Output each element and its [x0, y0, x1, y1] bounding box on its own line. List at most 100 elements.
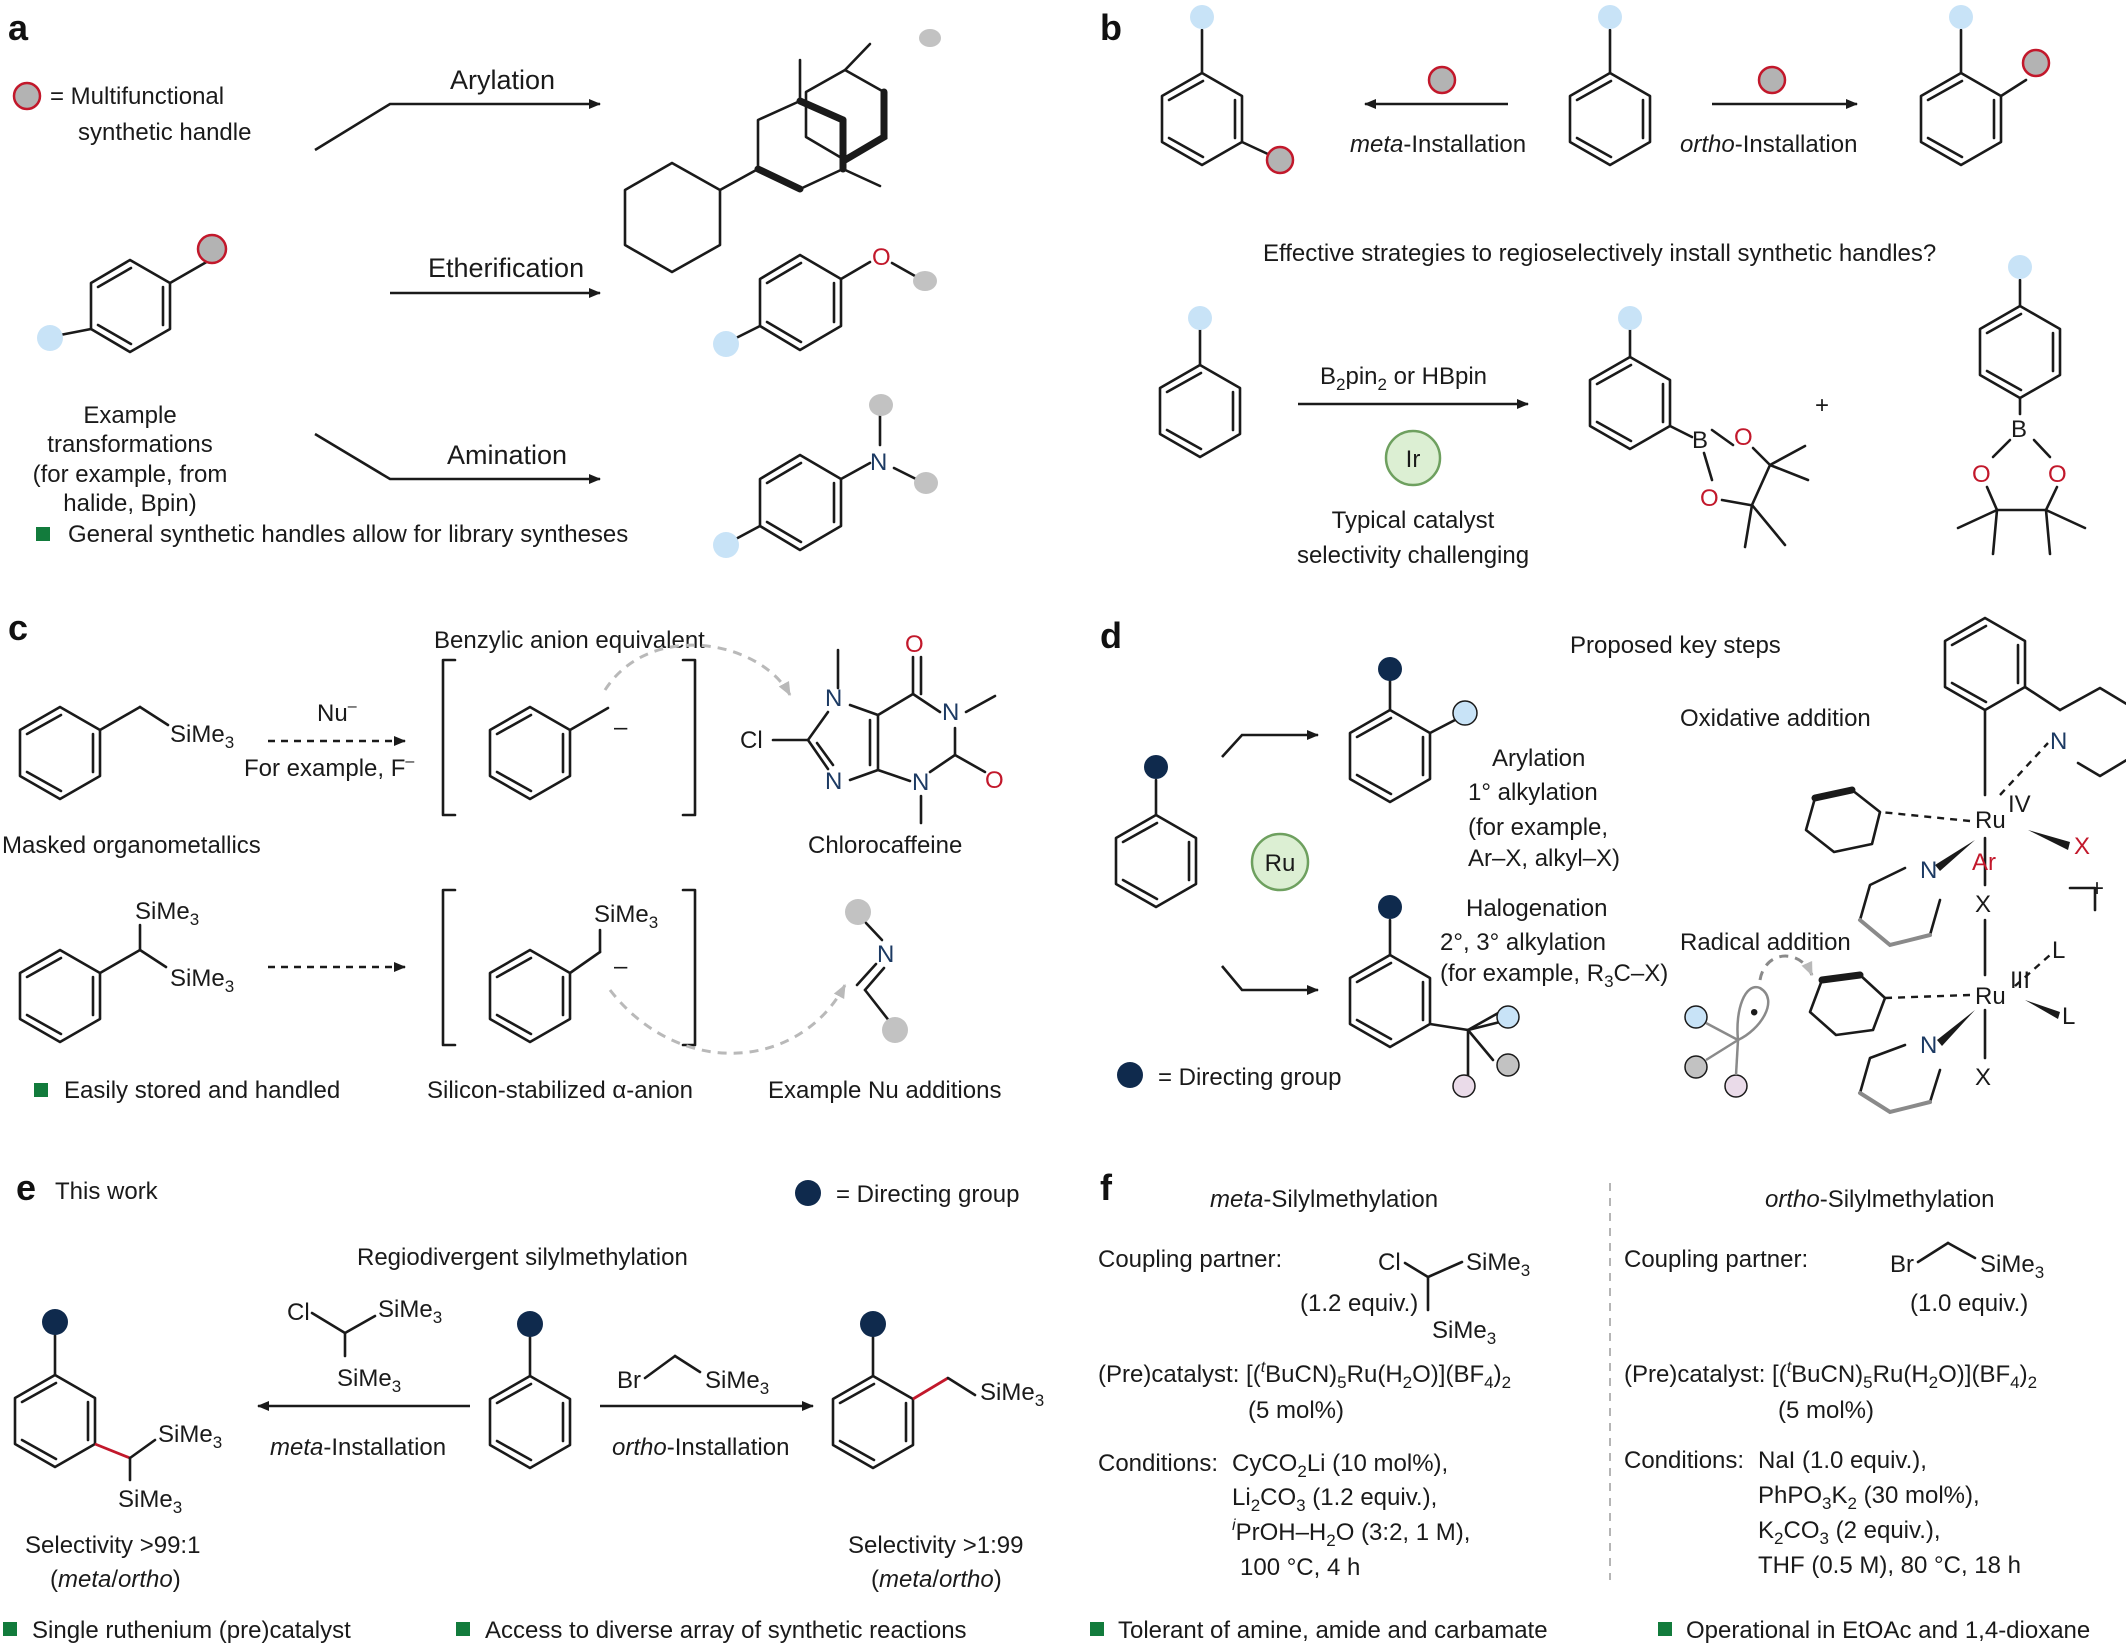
- chlorocaffeine-cl: Cl: [740, 727, 763, 754]
- ru-iv-n2: N: [1920, 857, 1937, 884]
- charge-bracket: [2068, 886, 2097, 912]
- para-bpin-product: B O O: [1956, 255, 2087, 556]
- meta-bpin-product: B O O: [1588, 306, 1810, 549]
- alkylation-2: 2°, 3° alkylation: [1440, 929, 1606, 956]
- bracket-charge: +: [2090, 875, 2104, 902]
- ru-iii-l2: L: [2062, 1003, 2075, 1030]
- ru-iii-x-top: X: [1975, 891, 1991, 918]
- f-ortho-cond1: NaI (1.0 equiv.),: [1758, 1447, 1927, 1474]
- this-work: This work: [55, 1178, 159, 1205]
- f-ortho-cond-label: Conditions:: [1624, 1447, 1744, 1474]
- panel-label-c: c: [8, 607, 28, 648]
- f-ortho-mol: (5 mol%): [1778, 1397, 1874, 1424]
- panel-label-b: b: [1100, 7, 1122, 48]
- example-line3: (for example, from: [33, 461, 228, 488]
- bis-tms-benzyl: SiMe3 SiMe3: [18, 898, 234, 1044]
- directing-group-legend-dot: [1117, 1062, 1143, 1088]
- f-ortho-tms: SiMe3: [1980, 1251, 2044, 1282]
- caf-n7: N: [825, 685, 842, 712]
- ru-iv-ox: IV: [2008, 791, 2031, 818]
- meta-product-tms2: SiMe3: [118, 1486, 182, 1517]
- imine-n: N: [877, 941, 894, 968]
- meta-reagent-dot: [1427, 65, 1457, 95]
- arylation-arrow: [314, 99, 601, 152]
- para-bpin-o2: O: [2048, 461, 2067, 488]
- biaryl-product: [623, 58, 882, 274]
- alpha-anion-tms: SiMe3: [594, 901, 658, 932]
- f-meta-tms1: SiMe3: [1466, 1249, 1530, 1280]
- benzyl-tms: SiMe3: [18, 705, 234, 801]
- ru-iv-ar: Ar: [1972, 849, 1996, 876]
- meta-installation-label: meta-Installation: [1350, 131, 1526, 158]
- f-meta-cond-label: Conditions:: [1098, 1450, 1218, 1477]
- ru-iv-n1: N: [2050, 728, 2067, 755]
- f-meta-cond1: CyCO2Li (10 mol%),: [1232, 1450, 1448, 1481]
- f-meta-cl: Cl: [1378, 1249, 1401, 1276]
- f-ortho-title: ortho-Silylmethylation: [1765, 1186, 1994, 1213]
- bis-tms-top: SiMe3: [135, 898, 199, 929]
- ortho-installation-label: ortho-Installation: [1680, 131, 1857, 158]
- example-nu-additions: Example Nu additions: [768, 1077, 1001, 1104]
- halogenation-d: Halogenation: [1466, 895, 1607, 922]
- chloro-bis-tms-reagent: Cl SiMe3 SiMe3: [287, 1296, 442, 1396]
- f-meta-cond4: 100 °C, 4 h: [1240, 1554, 1360, 1581]
- proposed-key-steps: Proposed key steps: [1570, 632, 1781, 659]
- ortho-pathway-arrow: [1221, 730, 1319, 758]
- arylation-d: Arylation: [1492, 745, 1585, 772]
- ru-iii-center: Ru: [1975, 983, 2006, 1010]
- f-ortho-cond3: K2CO3 (2 equiv.),: [1758, 1517, 1941, 1548]
- meta-pathway-arrow: [1221, 965, 1319, 995]
- benzylic-anion-title: Benzylic anion equivalent: [434, 627, 705, 654]
- bromomethyl-tms-reagent: Br SiMe3: [617, 1354, 769, 1398]
- meta-bpin-o1: O: [1734, 424, 1753, 451]
- meta-product-tms1: SiMe3: [158, 1421, 222, 1452]
- handle-legend-line2: synthetic handle: [78, 119, 251, 146]
- f-ortho-reagent: Br SiMe3: [1890, 1241, 2044, 1282]
- f-meta-title: meta-Silylmethylation: [1210, 1186, 1438, 1213]
- bracket-left-2: [441, 888, 457, 1047]
- e-ortho-label: ortho-Installation: [612, 1434, 789, 1461]
- e-meta-label: meta-Installation: [270, 1434, 446, 1461]
- ratio-meta: (meta/ortho): [50, 1566, 181, 1593]
- e-reagent-tms2: SiMe3: [337, 1365, 401, 1396]
- bullet-e2: [456, 1622, 470, 1636]
- ru-iii-l1: L: [2052, 937, 2065, 964]
- radical-addition: Radical addition: [1680, 929, 1851, 956]
- panel-c: Benzylic anion equivalent SiMe3 Nu– For …: [2, 627, 1004, 1104]
- etherification-label: Etherification: [428, 253, 584, 283]
- bracket-left-1: [441, 658, 457, 817]
- catalyst-note-line1: Typical catalyst: [1332, 507, 1495, 534]
- ir-catalyst-label: Ir: [1406, 446, 1421, 473]
- ru-iv-center: Ru: [1975, 807, 2006, 834]
- ru-iv-x: X: [2074, 833, 2090, 860]
- meta-product-d: [1348, 895, 1520, 1098]
- example-line2: transformations: [47, 431, 212, 458]
- ortho-handle-product: [1919, 5, 2051, 167]
- oxidative-addition: Oxidative addition: [1680, 705, 1871, 732]
- anion-charge-2: –: [614, 953, 628, 980]
- alpha-silyl-anion: SiMe3 –: [488, 901, 658, 1044]
- amination-label: Amination: [447, 440, 567, 470]
- panel-d: Proposed key steps Ru Arylation 1° alkyl…: [1114, 616, 2126, 1115]
- ru-iii-x-bottom: X: [1975, 1064, 1991, 1091]
- ortho-product-e: SiMe3: [831, 1311, 1044, 1470]
- example-line4: halide, Bpin): [63, 490, 196, 517]
- regiodivergent-title: Regiodivergent silylmethylation: [357, 1244, 688, 1271]
- example-line1: Example: [83, 402, 176, 429]
- bullet-c-text: Easily stored and handled: [64, 1077, 340, 1104]
- meta-product-e: SiMe3 SiMe3: [13, 1309, 222, 1517]
- caf-n1: N: [942, 699, 959, 726]
- attack-arrow-2: [608, 983, 847, 1055]
- panel-a: = Multifunctional synthetic handle Aryla…: [12, 29, 941, 558]
- para-bpin-o1: O: [1972, 461, 1991, 488]
- panel-label-d: d: [1100, 615, 1122, 656]
- handle-legend-dot: [12, 81, 42, 111]
- bullet-c: [34, 1083, 48, 1097]
- dg-arene: [1114, 755, 1198, 909]
- catalyst-note-line2: selectivity challenging: [1297, 542, 1529, 569]
- reactant-aryl-handle: [37, 233, 228, 354]
- borylation-reactant: [1158, 306, 1242, 459]
- f-meta-tms2: SiMe3: [1432, 1317, 1496, 1348]
- ortho-reagent-dot: [1757, 65, 1787, 95]
- benzyl-anion: –: [488, 705, 628, 801]
